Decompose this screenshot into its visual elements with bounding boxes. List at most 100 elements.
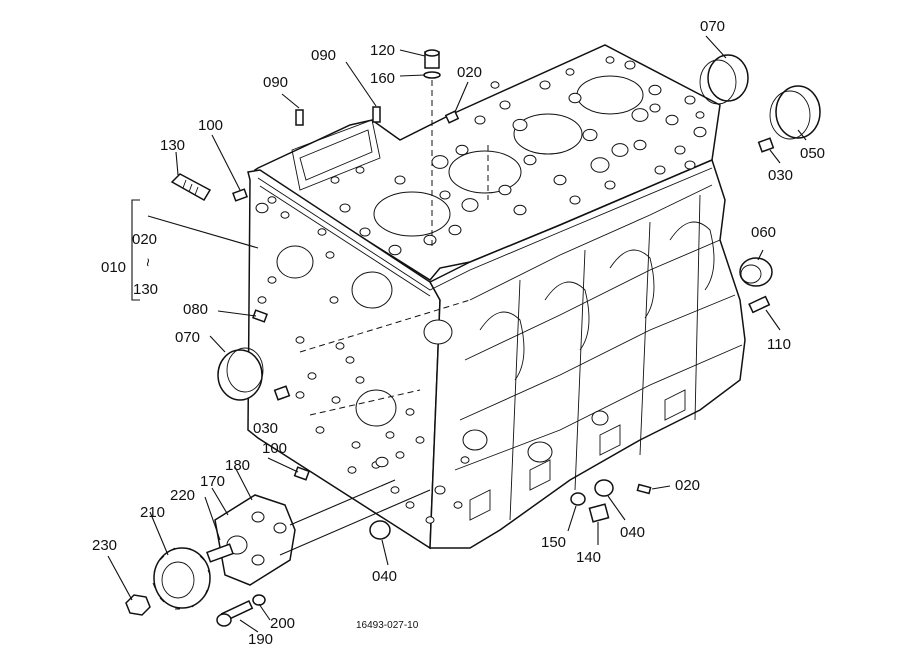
deck-hole bbox=[654, 165, 666, 175]
part-020-right-plug bbox=[636, 483, 652, 495]
pump-bolt-190 bbox=[216, 600, 254, 627]
deck-hole bbox=[490, 81, 500, 89]
deck-hole bbox=[569, 195, 581, 205]
label-190: 190 bbox=[248, 631, 273, 648]
label-100-top: 100 bbox=[198, 117, 223, 134]
part-160-oring bbox=[423, 71, 441, 79]
deck-hole bbox=[649, 103, 661, 113]
oil-pump-assembly bbox=[206, 494, 296, 586]
label-030-left: 030 bbox=[253, 420, 278, 437]
part-120-bush bbox=[424, 49, 440, 69]
label-220: 220 bbox=[170, 487, 195, 504]
part-110-pin bbox=[748, 295, 771, 314]
part-070-top-plug bbox=[699, 54, 749, 105]
label-090-left: 090 bbox=[263, 74, 288, 91]
face-hole bbox=[257, 296, 267, 304]
part-labels: 070 050 030 060 110 120 160 020 090 090 … bbox=[92, 18, 825, 648]
deck-hole bbox=[604, 180, 616, 190]
part-070-left-seal bbox=[217, 347, 264, 401]
face-hole bbox=[347, 466, 357, 474]
deck-hole bbox=[439, 190, 451, 200]
deck-hole bbox=[648, 84, 662, 96]
deck-hole bbox=[590, 157, 610, 173]
deck-hole bbox=[512, 118, 528, 132]
label-110: 110 bbox=[767, 336, 791, 353]
part-060-seal bbox=[739, 257, 773, 287]
label-010: 010 bbox=[101, 259, 126, 276]
part-040-bottom-plug bbox=[369, 520, 391, 540]
part-130-jet bbox=[170, 173, 212, 202]
label-180: 180 bbox=[225, 457, 250, 474]
label-040-right: 040 bbox=[620, 524, 645, 541]
deck-hole bbox=[553, 174, 567, 186]
label-020-right: 020 bbox=[675, 477, 700, 494]
face-hole bbox=[405, 408, 415, 416]
label-230: 230 bbox=[92, 537, 117, 554]
face-hole bbox=[317, 228, 327, 236]
label-020-top: 020 bbox=[457, 64, 482, 81]
face-hole bbox=[295, 336, 305, 344]
face-hole bbox=[335, 342, 345, 350]
part-020-top-plug bbox=[444, 110, 460, 124]
label-140: 140 bbox=[576, 549, 601, 566]
label-170: 170 bbox=[200, 473, 225, 490]
part-030-right-plug bbox=[757, 137, 775, 153]
face-hole bbox=[267, 276, 277, 284]
label-210: 210 bbox=[140, 504, 165, 521]
deck-hole bbox=[423, 234, 437, 246]
face-hole bbox=[434, 485, 446, 495]
part-050-plug bbox=[769, 85, 821, 140]
drawing-number: 16493-027-10 bbox=[356, 620, 419, 631]
face-hole bbox=[390, 486, 400, 494]
deck-hole bbox=[359, 227, 371, 237]
face-hole bbox=[325, 251, 335, 259]
face-hole bbox=[395, 451, 405, 459]
deck-hole bbox=[539, 80, 551, 90]
deck-hole bbox=[431, 155, 449, 169]
deck-hole bbox=[582, 128, 598, 142]
deck-hole bbox=[461, 198, 479, 212]
deck-hole bbox=[611, 143, 629, 157]
face-hole bbox=[453, 501, 463, 509]
face-hole bbox=[355, 376, 365, 384]
deck-hole bbox=[631, 108, 649, 122]
label-070-left: 070 bbox=[175, 329, 200, 346]
deck-hole bbox=[498, 184, 512, 196]
deck-hole bbox=[674, 145, 686, 155]
deck-hole bbox=[513, 204, 527, 216]
label-200: 200 bbox=[270, 615, 295, 632]
deck-hole bbox=[455, 144, 469, 156]
label-150: 150 bbox=[541, 534, 566, 551]
face-hole bbox=[295, 391, 305, 399]
label-090-right: 090 bbox=[311, 47, 336, 64]
face-hole bbox=[315, 426, 325, 434]
label-130: 130 bbox=[160, 137, 185, 154]
face-hole bbox=[375, 456, 389, 468]
part-100-top-pin bbox=[232, 188, 248, 202]
deck-hole bbox=[448, 224, 462, 236]
pump-washer-200 bbox=[252, 594, 266, 606]
deck-hole bbox=[624, 60, 636, 70]
front-face-features bbox=[276, 119, 453, 427]
face-hole bbox=[280, 211, 290, 219]
face-hole bbox=[415, 436, 425, 444]
leader-lines bbox=[107, 35, 807, 633]
dashed-lines bbox=[299, 80, 489, 416]
face-hole bbox=[255, 202, 269, 214]
label-050: 050 bbox=[800, 145, 825, 162]
deck-hole bbox=[394, 175, 406, 185]
face-hole bbox=[405, 501, 415, 509]
face-hole bbox=[385, 431, 395, 439]
deck-hole bbox=[339, 203, 351, 213]
part-090-pins bbox=[295, 106, 381, 126]
deck-hole bbox=[684, 160, 696, 170]
label-020-bracket: 020 bbox=[132, 231, 157, 248]
deck-hole bbox=[605, 56, 615, 64]
face-hole bbox=[307, 372, 317, 380]
deck-hole bbox=[330, 176, 340, 184]
label-060: 060 bbox=[751, 224, 776, 241]
part-150-washer bbox=[570, 492, 586, 506]
label-040-bottom: 040 bbox=[372, 568, 397, 585]
